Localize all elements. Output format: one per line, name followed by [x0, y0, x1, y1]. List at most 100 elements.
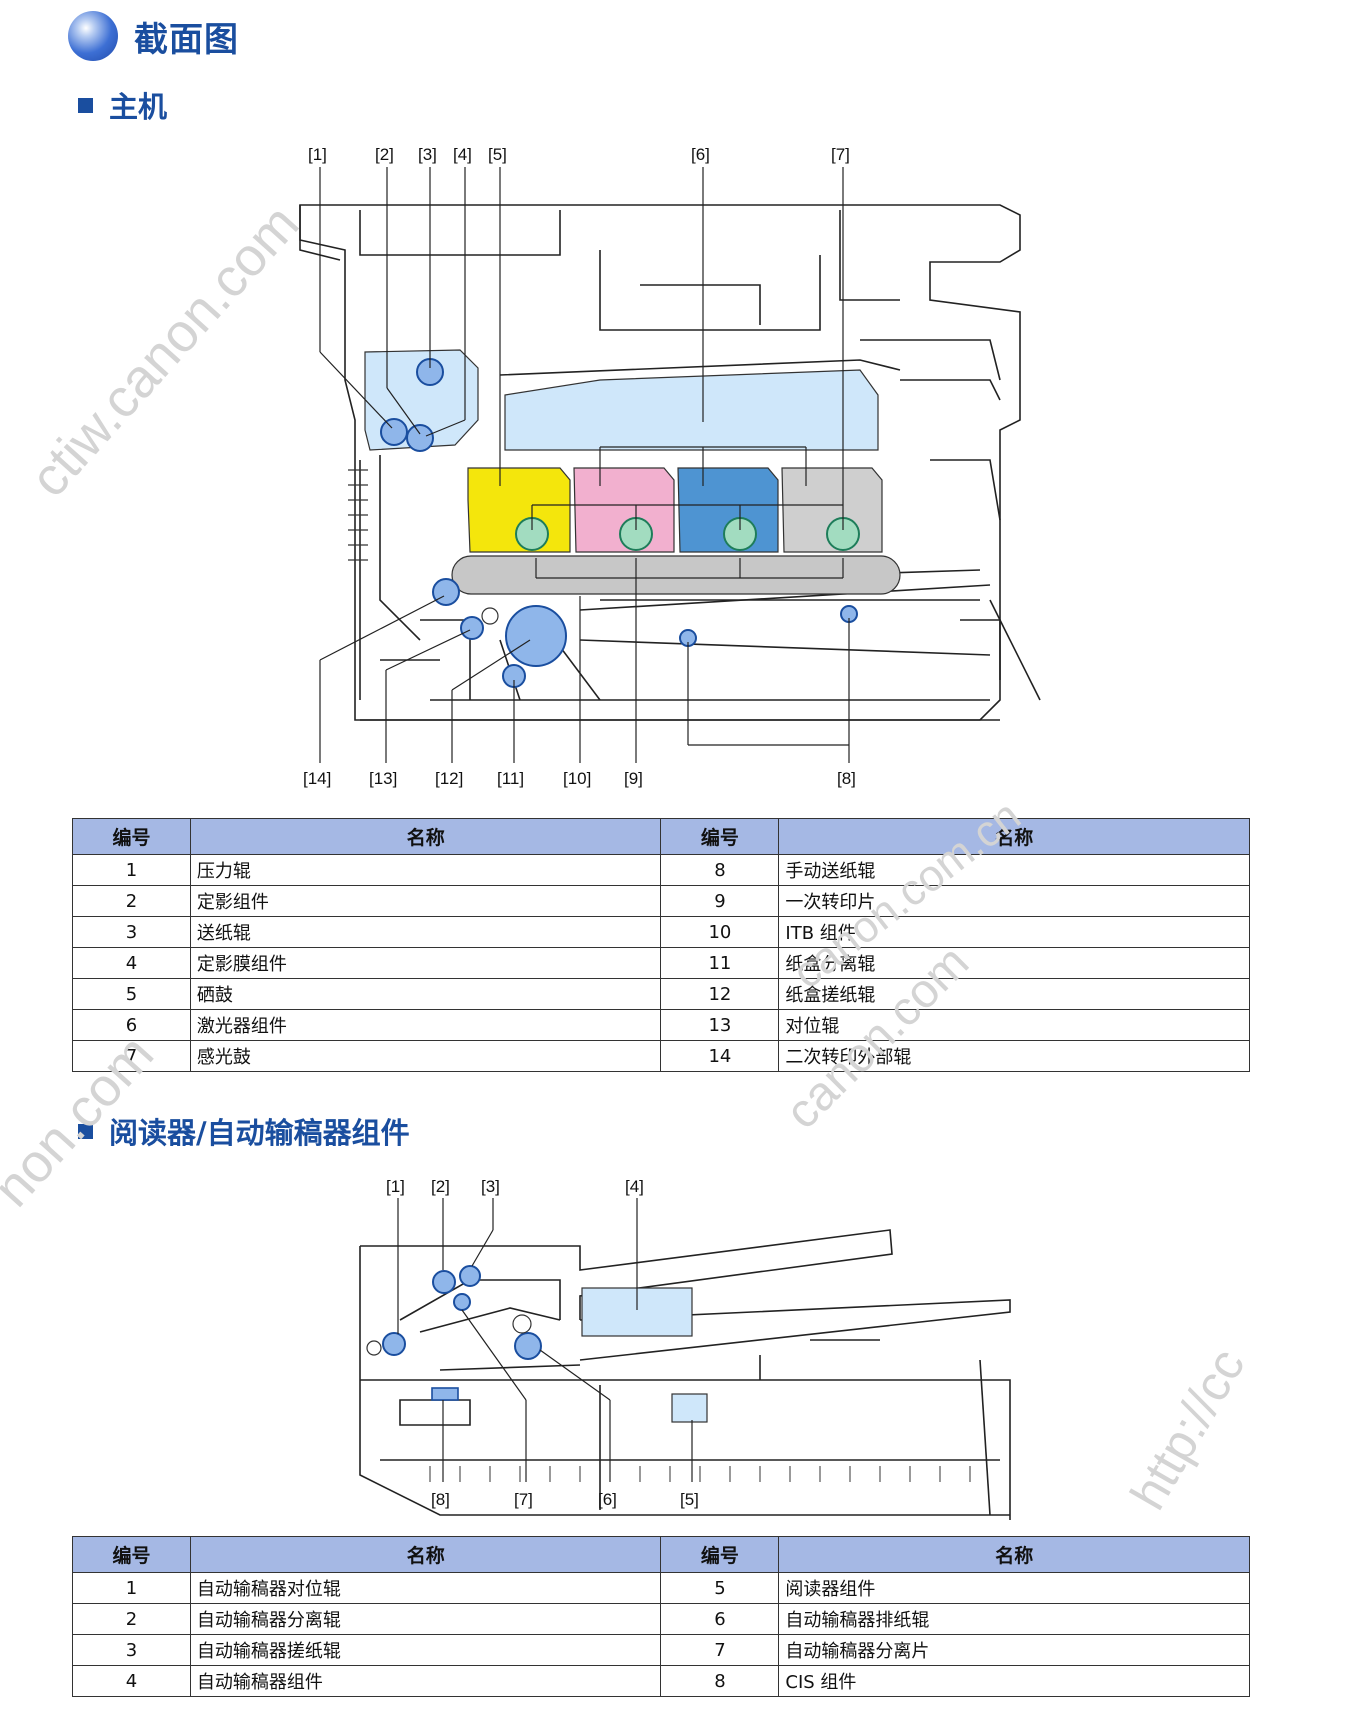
- cell-number: 3: [72, 1634, 191, 1666]
- adf-registration-roller-shape: [382, 1332, 406, 1356]
- cell-number: 5: [72, 978, 191, 1010]
- cell-name: 自动输稿器分离片: [778, 1634, 1250, 1666]
- cell-number: 2: [72, 1603, 191, 1635]
- label-3: [3]: [481, 1177, 500, 1196]
- label-4: [4]: [625, 1177, 644, 1196]
- label-2: [2]: [431, 1177, 450, 1196]
- label-3: [3]: [418, 145, 437, 164]
- column-header-number: 编号: [72, 1536, 191, 1573]
- column-header-number: 编号: [660, 818, 780, 855]
- cell-number: 9: [660, 885, 780, 917]
- cell-number: 12: [660, 978, 780, 1010]
- cell-number: 7: [72, 1040, 191, 1072]
- section-heading-text: 阅读器/自动输稿器组件: [109, 1116, 410, 1150]
- cell-number: 14: [660, 1040, 780, 1072]
- label-2: [2]: [375, 145, 394, 164]
- reader-adf-cross-section-diagram: [1] [2] [3] [4] [8] [7] [6] [5]: [359, 1177, 1011, 1520]
- registration-roller-shape: [460, 616, 484, 640]
- cell-number: 8: [660, 1665, 780, 1697]
- cell-number: 3: [72, 916, 191, 948]
- cell-name: 激光器组件: [189, 1009, 662, 1041]
- cell-number: 10: [660, 916, 780, 948]
- label-9: [9]: [624, 769, 643, 788]
- table-header-row: 编号 名称 编号 名称: [72, 1536, 1250, 1573]
- label-8: [8]: [431, 1490, 450, 1509]
- cell-name: CIS 组件: [778, 1665, 1250, 1697]
- square-bullet-icon: [78, 1123, 93, 1139]
- pressure-roller-shape: [380, 418, 408, 446]
- cell-name: 一次转印片: [778, 885, 1250, 917]
- section-heading-text: 主机: [109, 90, 168, 124]
- cell-name: 对位辊: [778, 1009, 1250, 1041]
- label-7: [7]: [514, 1490, 533, 1509]
- cell-number: 7: [660, 1634, 780, 1666]
- adf-delivery-roller-shape: [514, 1332, 542, 1360]
- cell-name: 送纸辊: [189, 916, 662, 948]
- cell-name: 定影膜组件: [189, 947, 662, 979]
- cell-number: 2: [72, 885, 191, 917]
- cell-number: 4: [72, 947, 191, 979]
- cell-name: 自动输稿器对位辊: [189, 1572, 662, 1604]
- label-6: [6]: [598, 1490, 617, 1509]
- label-1: [1]: [308, 145, 327, 164]
- label-12: [12]: [435, 769, 463, 788]
- label-1: [1]: [386, 1177, 405, 1196]
- label-7: [7]: [831, 145, 850, 164]
- cell-name: 自动输稿器组件: [189, 1665, 662, 1697]
- column-header-name: 名称: [189, 818, 662, 855]
- cell-number: 6: [72, 1009, 191, 1041]
- cassette-pickup-roller-shape: [505, 605, 567, 667]
- cell-number: 1: [72, 854, 191, 886]
- cell-name: 手动送纸辊: [778, 854, 1250, 886]
- cell-number: 5: [660, 1572, 780, 1604]
- laser-unit-shape: [504, 369, 879, 451]
- adf-separation-pad-shape: [453, 1293, 471, 1311]
- label-4: [4]: [453, 145, 472, 164]
- column-header-name: 名称: [778, 1536, 1250, 1573]
- cell-name: 感光鼓: [189, 1040, 662, 1072]
- section-heading-main-unit: 主机: [78, 84, 167, 126]
- label-8: [8]: [837, 769, 856, 788]
- cell-name: 纸盒搓纸辊: [778, 978, 1250, 1010]
- label-11: [11]: [497, 769, 524, 788]
- page-title: 截面图: [134, 19, 239, 60]
- cell-name: 硒鼓: [189, 978, 662, 1010]
- column-header-number: 编号: [72, 818, 191, 855]
- section-heading-reader: 阅读器/自动输稿器组件: [78, 1110, 410, 1152]
- cell-name: 自动输稿器分离辊: [189, 1603, 662, 1635]
- idler-roller-shape: [366, 1340, 382, 1356]
- column-header-name: 名称: [189, 1536, 662, 1573]
- cell-number: 13: [660, 1009, 780, 1041]
- cell-number: 11: [660, 947, 780, 979]
- label-10: [10]: [563, 769, 591, 788]
- column-header-name: 名称: [778, 818, 1250, 855]
- cell-name: 自动输稿器搓纸辊: [189, 1634, 662, 1666]
- cell-name: 纸盒分离辊: [778, 947, 1250, 979]
- cell-name: 压力辊: [189, 854, 662, 886]
- square-bullet-icon: [78, 97, 93, 113]
- cell-name: 自动输稿器排纸辊: [778, 1603, 1250, 1635]
- label-5: [5]: [680, 1490, 699, 1509]
- cell-number: 8: [660, 854, 780, 886]
- reader-unit-shape: [671, 1393, 708, 1423]
- column-header-number: 编号: [660, 1536, 780, 1573]
- cell-name: 二次转印外部辊: [778, 1040, 1250, 1072]
- fixing-film-shape: [406, 424, 434, 452]
- secondary-transfer-roller-shape: [432, 578, 460, 606]
- title-bullet-icon: [68, 11, 118, 61]
- cell-name: 阅读器组件: [778, 1572, 1250, 1604]
- adf-pickup-roller-shape: [459, 1265, 481, 1287]
- idler-roller-shape: [512, 1314, 532, 1334]
- itb-belt-shape: [451, 555, 901, 595]
- page-title-row: 截面图: [68, 8, 239, 64]
- cell-number: 4: [72, 1665, 191, 1697]
- cell-number: 6: [660, 1603, 780, 1635]
